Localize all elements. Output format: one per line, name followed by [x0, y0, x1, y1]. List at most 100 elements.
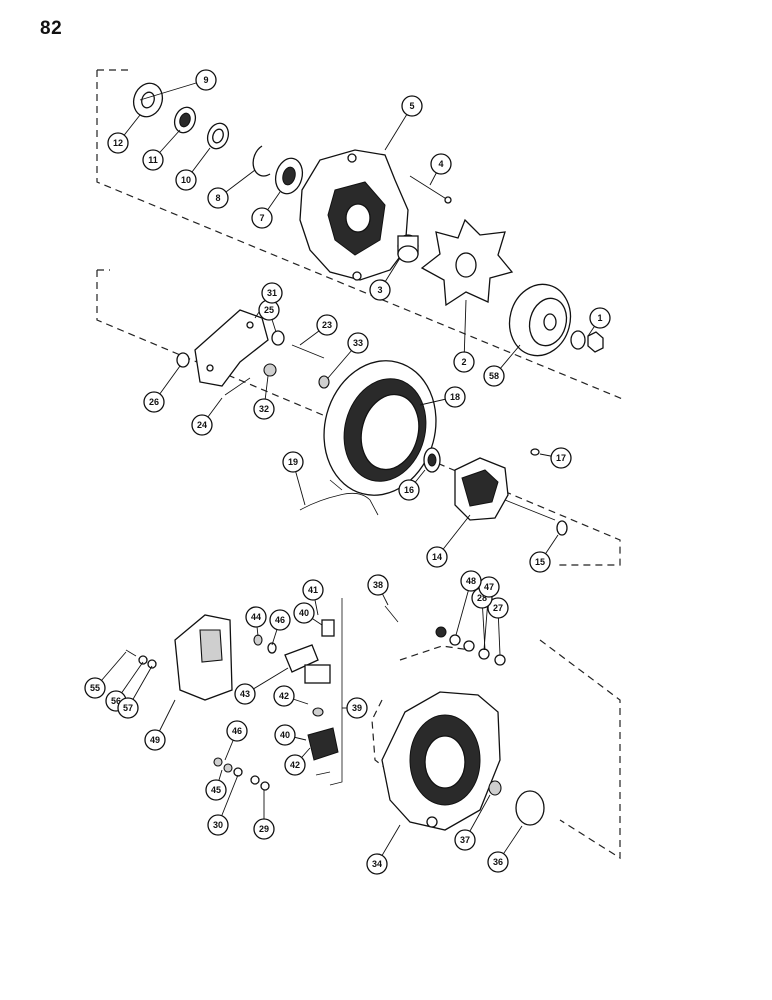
callout-circle: [284, 754, 306, 776]
callout-25: 25: [258, 299, 280, 321]
callout-7: 7: [251, 207, 273, 229]
callout-circle: [234, 683, 256, 705]
callout-label: 45: [211, 785, 221, 795]
callout-43: 43: [234, 683, 256, 705]
bracket-31: [194, 309, 269, 387]
callout-label: 1: [597, 313, 602, 323]
washer-stack-49-27: [435, 626, 506, 666]
callout-label: 38: [373, 580, 383, 590]
callout-1: 1: [589, 307, 611, 329]
callout-4: 4: [430, 153, 452, 175]
callout-label: 33: [353, 338, 363, 348]
callout-38: 38: [367, 574, 389, 596]
callout-label: 4: [438, 159, 443, 169]
callout-46: 46: [226, 720, 248, 742]
group-outline-front: [96, 69, 626, 401]
screw-washers-56-58: [125, 649, 157, 669]
group-outline-rear: [371, 639, 621, 860]
callout-circle: [274, 724, 296, 746]
callout-3: 3: [369, 279, 391, 301]
callout-32: 32: [253, 398, 275, 420]
nameplate-41: [315, 771, 331, 776]
fan-2: [420, 218, 514, 307]
callout-39: 39: [346, 697, 368, 719]
washer-11: [173, 106, 197, 134]
callout-19: 19: [282, 451, 304, 473]
callout-label: 32: [259, 404, 269, 414]
callout-47: 47: [478, 576, 500, 598]
stator-18: [323, 360, 437, 496]
callout-circle: [253, 398, 275, 420]
callout-circle: [483, 365, 505, 387]
callout-45: 45: [205, 779, 227, 801]
brush-clip-44: [284, 644, 319, 673]
callout-label: 8: [215, 193, 220, 203]
callout-label: 42: [279, 691, 289, 701]
callout-circle: [144, 729, 166, 751]
bearing-16: [423, 447, 441, 473]
callout-circle: [589, 307, 611, 329]
bearing-7: [274, 157, 304, 195]
callout-14: 14: [426, 546, 448, 568]
group-bracket-39: [329, 598, 343, 786]
callout-circle: [347, 332, 369, 354]
callout-circle: [444, 386, 466, 408]
callout-circle: [369, 279, 391, 301]
callout-18: 18: [444, 386, 466, 408]
callout-label: 58: [489, 371, 499, 381]
plug-37: [488, 780, 502, 796]
o-ring-36: [515, 790, 545, 826]
callout-16: 16: [398, 479, 420, 501]
callout-label: 23: [322, 320, 332, 330]
callout-circle: [142, 149, 164, 171]
callout-31: 31: [261, 282, 283, 304]
bolt-4: [409, 175, 452, 204]
callout-circle: [367, 574, 389, 596]
page-number: 82: [40, 18, 63, 39]
callout-circle: [251, 207, 273, 229]
washer-10: [206, 122, 230, 150]
callout-circle: [84, 677, 106, 699]
callout-30: 30: [207, 814, 229, 836]
callout-circle: [550, 447, 572, 469]
callout-circle: [269, 609, 291, 631]
bushings-45-46: [253, 634, 277, 654]
callout-circle: [316, 314, 338, 336]
seal-12: [132, 82, 164, 118]
callout-label: 55: [90, 683, 100, 693]
callout-label: 27: [493, 603, 503, 613]
callout-label: 15: [535, 557, 545, 567]
callout-23: 23: [316, 314, 338, 336]
callout-label: 2: [461, 357, 466, 367]
collar-15: [556, 520, 568, 536]
callout-circle: [253, 818, 275, 840]
brush-holder-40-upper: [321, 619, 335, 637]
callout-label: 12: [113, 138, 123, 148]
callout-label: 9: [203, 75, 208, 85]
bushing-26: [176, 352, 190, 368]
snap-ring-8: [252, 145, 271, 177]
callout-circle: [487, 851, 509, 873]
screw-38: [384, 605, 399, 623]
bushing-25: [271, 330, 285, 346]
callout-label: 39: [352, 703, 362, 713]
callout-circle: [107, 132, 129, 154]
callout-circle: [143, 391, 165, 413]
callout-label: 29: [259, 824, 269, 834]
callout-circle: [302, 579, 324, 601]
callout-26: 26: [143, 391, 165, 413]
callout-42: 42: [284, 754, 306, 776]
callout-29: 29: [253, 818, 275, 840]
callout-circle: [426, 546, 448, 568]
callout-17: 17: [550, 447, 572, 469]
callout-label: 47: [484, 582, 494, 592]
callout-label: 30: [213, 820, 223, 830]
callout-label: 34: [372, 859, 382, 869]
callout-label: 36: [493, 857, 503, 867]
rectifier-43: [307, 727, 339, 761]
callout-label: 28: [477, 593, 487, 603]
callout-label: 40: [299, 608, 309, 618]
callout-40: 40: [274, 724, 296, 746]
